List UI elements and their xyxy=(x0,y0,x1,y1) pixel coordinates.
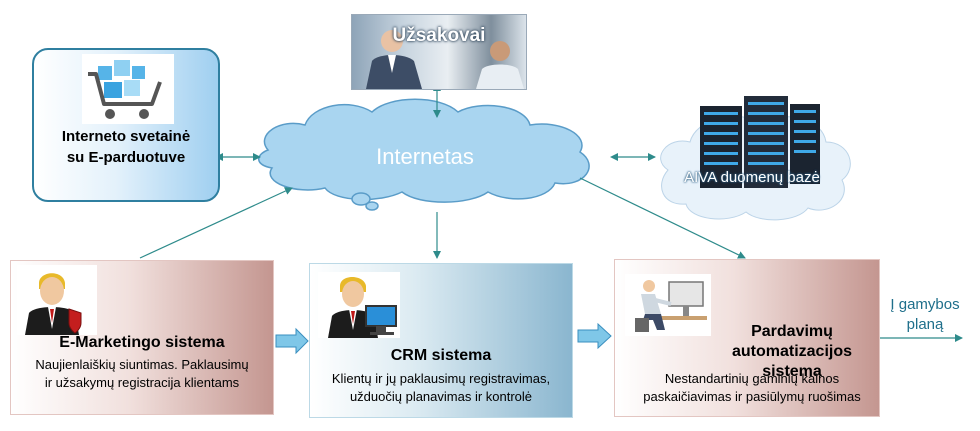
internet-label: Internetas xyxy=(376,144,474,169)
computer-user-icon xyxy=(318,272,400,338)
shopping-cart-icon xyxy=(82,54,174,124)
sales-title-line2: automatizacijos sistema xyxy=(731,343,853,380)
server-rack-icon xyxy=(700,96,820,188)
block-arrow-crm-to-sales xyxy=(577,322,612,350)
crm-desc-line1: Klientų ir jų paklausimų registravimas, xyxy=(331,371,551,386)
crm-system-node: CRM sistema Klientų ir jų paklausimų reg… xyxy=(309,263,573,418)
emarketing-desc-line2: ir užsakymų registracija klientams xyxy=(44,375,240,390)
customers-label: Užsakovai xyxy=(392,25,486,46)
emarketing-desc-line1: Naujienlaiškių siuntimas. Paklausimų xyxy=(35,357,249,372)
production-label-line1: Į gamybos xyxy=(890,296,960,313)
production-label-line2: planą xyxy=(906,316,944,333)
sales-automation-system-node: Pardavimų automatizacijos sistema Nestan… xyxy=(614,259,880,417)
customers-photo xyxy=(366,30,524,89)
sales-desc-line2: paskaičiavimas ir pasiūlymų ruošimas xyxy=(643,389,861,404)
database-label: AIVA duomenų bazė xyxy=(684,169,820,186)
production-plan-label: Į gamybos planą xyxy=(880,295,970,335)
crm-desc-line2: užduočių planavimas ir kontrolė xyxy=(349,389,533,404)
internet-cloud xyxy=(258,98,590,211)
web-shop-title-line1: Interneto svetainė xyxy=(61,128,191,145)
emarketing-system-node: E-Marketingo sistema Naujienlaiškių siun… xyxy=(10,260,274,415)
sales-desc-line1: Nestandartinių gaminių kainos xyxy=(664,371,840,386)
web-shop-title-line2: su E-parduotuve xyxy=(66,149,186,166)
emarketing-title: E-Marketingo sistema xyxy=(59,334,225,351)
crm-title: CRM sistema xyxy=(390,347,492,364)
office-worker-icon xyxy=(625,274,711,336)
web-shop-node: Interneto svetainė su E-parduotuve xyxy=(32,48,220,202)
customers-node: Užsakovai xyxy=(351,14,527,90)
business-person-icon xyxy=(17,265,97,335)
block-arrow-emarketing-to-crm xyxy=(275,327,309,355)
sales-title-line1: Pardavimų xyxy=(751,323,833,340)
